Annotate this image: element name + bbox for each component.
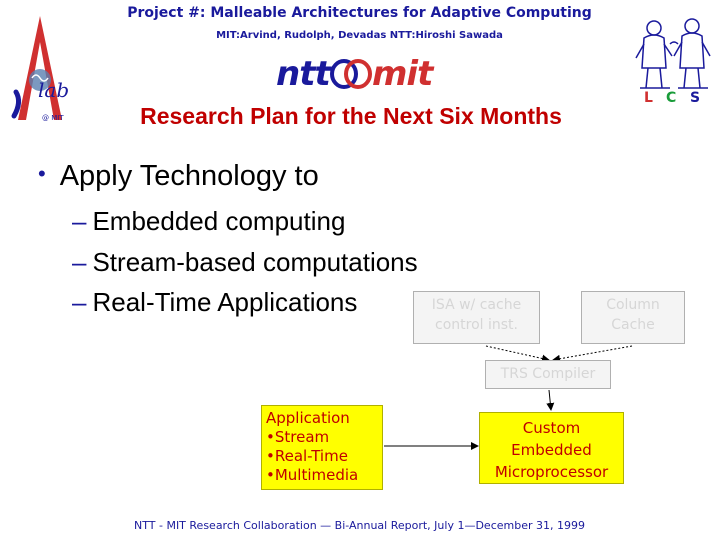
- custom-line-3: Microprocessor: [494, 463, 609, 481]
- sub-bullet-text: Real-Time Applications: [92, 287, 358, 317]
- application-item: •Stream: [266, 428, 330, 446]
- footer: NTT - MIT Research Collaboration — Bi-An…: [134, 519, 585, 532]
- lcs-figures-icon: [635, 18, 711, 89]
- project-title: Project #: Malleable Architectures for A…: [127, 5, 592, 21]
- ilab-logo: [4, 12, 80, 128]
- custom-microprocessor-box: Custom Embedded Microprocessor: [479, 412, 624, 484]
- column-cache-line-2: Cache: [611, 317, 655, 333]
- isa-to-trs-arrow: [485, 345, 550, 363]
- sub-bullet: –Stream-based computations: [72, 247, 418, 278]
- bullet-main-text: Apply Technology to: [59, 160, 319, 192]
- lcs-letter-l: L: [644, 90, 653, 106]
- isa-cache-box: ISA w/ cache control inst.: [413, 291, 540, 344]
- dash-icon: –: [72, 206, 87, 236]
- custom-line-2: Embedded: [511, 441, 592, 459]
- lcs-logo: [630, 14, 718, 94]
- mit-logo-text: mit: [372, 54, 433, 94]
- bullet-main: • Apply Technology to: [38, 160, 319, 193]
- sub-bullet-text: Embedded computing: [92, 206, 346, 236]
- sub-bullet-text: Stream-based computations: [92, 247, 418, 277]
- dash-icon: –: [72, 247, 87, 277]
- application-title: Application: [266, 409, 350, 427]
- custom-line-1: Custom: [522, 419, 581, 437]
- lcs-letter-c: C: [666, 90, 677, 106]
- lcs-letter-s: S: [690, 90, 701, 106]
- application-box: Application •Stream •Real-Time •Multimed…: [261, 405, 383, 490]
- slide-title: Research Plan for the Next Six Months: [140, 103, 562, 129]
- application-item: •Real-Time: [266, 447, 348, 465]
- trs-compiler-box: TRS Compiler: [485, 360, 611, 389]
- dash-icon: –: [72, 287, 87, 317]
- ntt-mit-knot-icon: [328, 56, 374, 92]
- application-item: •Multimedia: [266, 466, 359, 484]
- project-authors: MIT:Arvind, Rudolph, Devadas NTT:Hiroshi…: [216, 30, 503, 41]
- ntt-logo-text: ntt: [276, 54, 331, 94]
- ilab-logo-subtext: @ MIT: [42, 114, 64, 122]
- isa-cache-line-2: control inst.: [435, 317, 518, 333]
- ilab-logo-text: lab: [38, 78, 70, 102]
- column-to-trs-arrow: [552, 345, 633, 363]
- bullet-dot-icon: •: [38, 161, 46, 186]
- column-cache-line-1: Column: [606, 297, 660, 313]
- sub-bullet: –Real-Time Applications: [72, 287, 357, 318]
- ilab-logo-icon: [11, 16, 62, 120]
- trs-to-custom-arrow: [546, 389, 555, 411]
- column-cache-box: Column Cache: [581, 291, 685, 344]
- sub-bullet: –Embedded computing: [72, 206, 345, 237]
- isa-cache-line-1: ISA w/ cache: [431, 297, 522, 313]
